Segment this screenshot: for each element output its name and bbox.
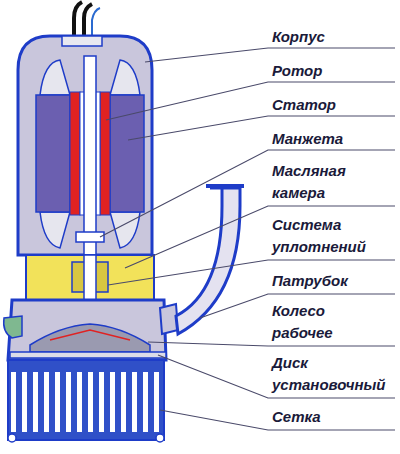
part-label: Система уплотнений bbox=[272, 214, 372, 258]
part-label: Корпус bbox=[272, 26, 325, 48]
part-label: Масляная камера bbox=[272, 160, 372, 204]
part-label: Статор bbox=[272, 94, 336, 116]
part-label: Колесо рабочее bbox=[272, 300, 362, 344]
part-label: Сетка bbox=[272, 406, 321, 428]
part-label: Диск установочный bbox=[272, 352, 394, 396]
part-label: Патрубок bbox=[272, 270, 348, 292]
part-label: Манжета bbox=[272, 128, 343, 150]
part-label: Ротор bbox=[272, 60, 322, 82]
